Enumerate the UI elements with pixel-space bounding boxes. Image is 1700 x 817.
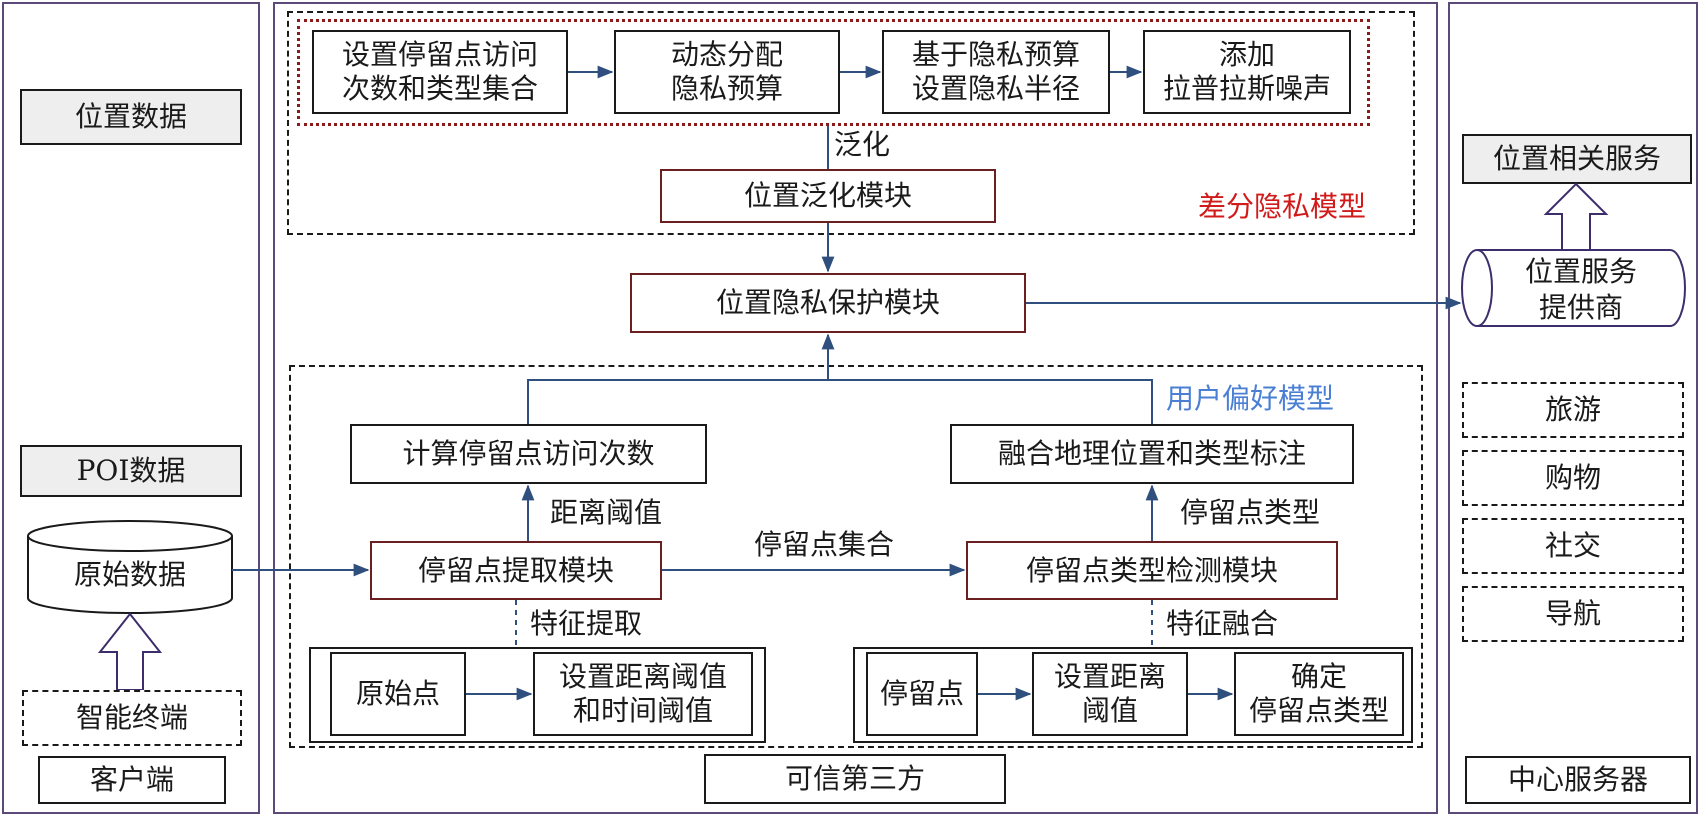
user-pref-model-label: 用户偏好模型 [1166,382,1335,415]
determine-stay-type-box: 确定 停留点类型 [1234,652,1404,736]
smart-terminal-box: 智能终端 [22,690,242,746]
fuse-location-type-box: 融合地理位置和类型标注 [950,424,1354,484]
raw-data-label: 原始数据 [73,558,186,591]
dp-step-set-stay-visits: 设置停留点访问 次数和类型集合 [312,30,568,114]
feature-extraction-frame [309,647,766,743]
dp-model-label: 差分隐私模型 [1198,190,1367,223]
compute-visit-count-box: 计算停留点访问次数 [350,424,707,484]
location-services-box: 位置相关服务 [1462,134,1692,184]
central-server-panel [1448,2,1698,814]
stay-type-label: 停留点类型 [1180,496,1321,529]
dp-step-allocate-budget: 动态分配 隐私预算 [614,30,840,114]
trusted-third-party-title: 可信第三方 [704,754,1006,804]
service-item: 社交 [1462,518,1684,574]
distance-threshold-label: 距离阈值 [550,496,663,529]
location-privacy-protection-module: 位置隐私保护模块 [630,273,1026,333]
poi-data-box: POI数据 [20,445,242,497]
client-title: 客户端 [38,756,226,804]
service-item: 旅游 [1462,382,1684,438]
set-thresholds-box: 设置距离阈值 和时间阈值 [533,652,753,736]
dp-step-privacy-radius: 基于隐私预算 设置隐私半径 [882,30,1110,114]
central-server-title: 中心服务器 [1465,756,1691,804]
feature-fusion-label: 特征融合 [1166,607,1279,640]
feature-fusion-frame [853,647,1413,743]
link-user-pref-to-privacy [527,379,1153,424]
feature-extraction-label: 特征提取 [530,607,643,640]
provider-label: 位置服务 提供商 [1524,255,1637,324]
location-generalization-module: 位置泛化模块 [660,169,996,223]
dp-step-laplace-noise: 添加 拉普拉斯噪声 [1143,30,1351,114]
service-item: 导航 [1462,586,1684,642]
stay-set-label: 停留点集合 [754,528,895,561]
location-data-box: 位置数据 [20,89,242,145]
dp-model-frame [287,11,1415,235]
stay-type-detection-module: 停留点类型检测模块 [966,541,1338,600]
generalize-label: 泛化 [834,128,891,161]
user-pref-model-frame [289,365,1423,748]
set-distance-threshold-box: 设置距离 阈值 [1032,652,1188,736]
trusted-third-party-panel [273,2,1438,814]
dp-steps-frame [297,19,1370,126]
stay-point-box: 停留点 [866,652,978,736]
stay-extraction-module: 停留点提取模块 [370,541,662,600]
client-panel [2,2,260,814]
raw-point-box: 原始点 [330,652,466,736]
service-item: 购物 [1462,450,1684,506]
